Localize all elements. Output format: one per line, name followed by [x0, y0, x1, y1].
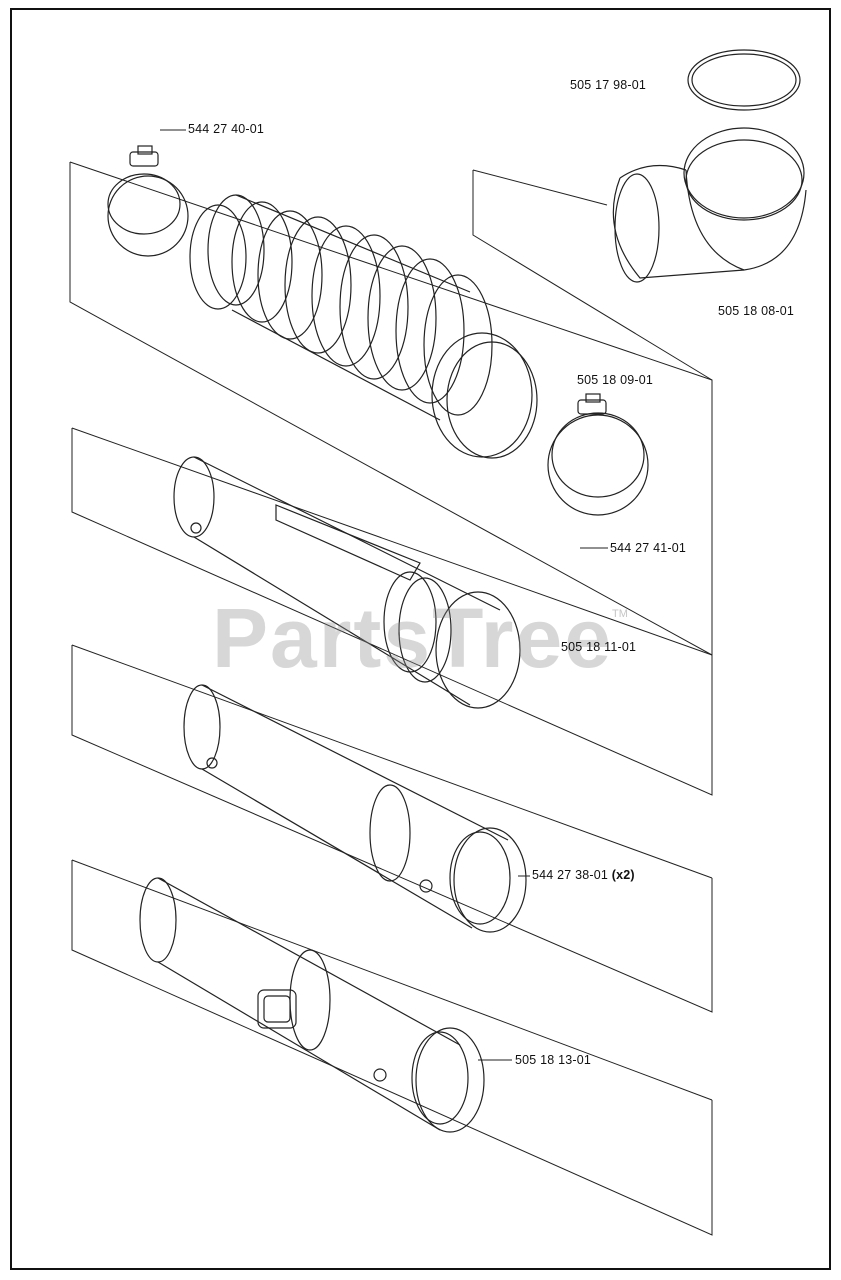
part-label-505-18-13-01[interactable]: 505 18 13-01: [515, 1053, 592, 1067]
label-leaders: [160, 129, 608, 1061]
hose-clamp-right: [547, 393, 649, 516]
part-label-505-17-98-01[interactable]: 505 17 98-01: [570, 78, 647, 92]
part-label-505-18-09-01[interactable]: 505 18 09-01: [577, 373, 654, 387]
hose-clamp-top-left: [107, 145, 189, 257]
logo-badge: [257, 989, 297, 1029]
plane-elbow: [472, 170, 713, 381]
watermark: PartsTree: [212, 591, 613, 685]
elbow-connector: [612, 49, 807, 283]
part-label-505-18-08-01[interactable]: 505 18 08-01: [718, 304, 795, 318]
part-label-505-18-11-01[interactable]: 505 18 11-01: [561, 640, 637, 654]
blower-tube-lower: [139, 877, 485, 1133]
blower-tube-upper: [173, 456, 521, 709]
diagram-frame: [10, 8, 831, 1270]
watermark-tm: TM: [612, 608, 628, 620]
plane-tube-1: [71, 428, 713, 796]
part-label-544-27-38-01[interactable]: 544 27 38-01 (x2): [532, 868, 635, 882]
quantity-badge: (x2): [611, 868, 635, 882]
o-ring: [687, 49, 801, 111]
plane-tube-3: [71, 860, 713, 1236]
blower-tube-middle: [183, 684, 527, 933]
part-label-544-27-41-01[interactable]: 544 27 41-01: [610, 541, 687, 555]
plane-tube-2: [71, 645, 713, 1013]
flex-bellows-hose: [189, 194, 538, 459]
assembly-plane-lines: [69, 161, 713, 1236]
leader-elbow: [472, 169, 608, 206]
part-label-544-27-40-01[interactable]: 544 27 40-01: [188, 122, 265, 136]
